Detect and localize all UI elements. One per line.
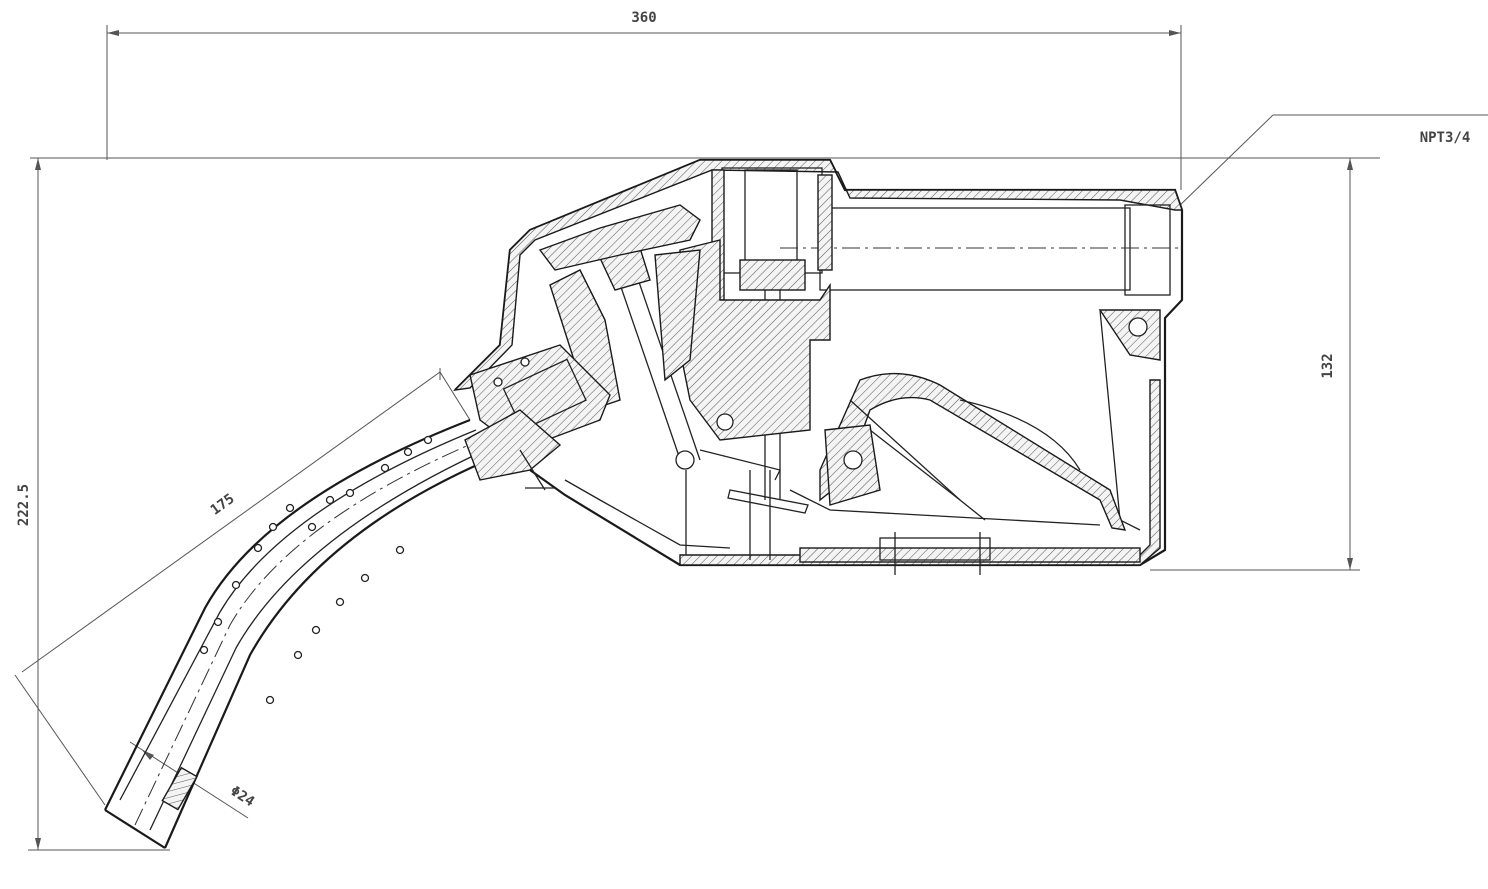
dimension-thread-callout: NPT3/4 <box>1174 114 1488 211</box>
overall-width-label: 360 <box>631 10 656 26</box>
dimension-spout-length: 175 <box>14 368 471 806</box>
spout-spring-dots <box>199 435 433 705</box>
nozzle-body <box>453 158 1184 575</box>
body-height-label: 132 <box>1320 353 1336 378</box>
dimension-body-height: 132 <box>1150 158 1360 571</box>
spout-diameter-label: Φ24 <box>227 783 257 810</box>
thread-label: NPT3/4 <box>1420 130 1471 146</box>
overall-height-label: 222.5 <box>16 484 32 526</box>
spout <box>104 418 501 849</box>
dimension-overall-width: 360 <box>106 10 1182 190</box>
dimension-overall-height: 222.5 <box>16 158 170 851</box>
spout-length-label: 175 <box>208 491 238 519</box>
